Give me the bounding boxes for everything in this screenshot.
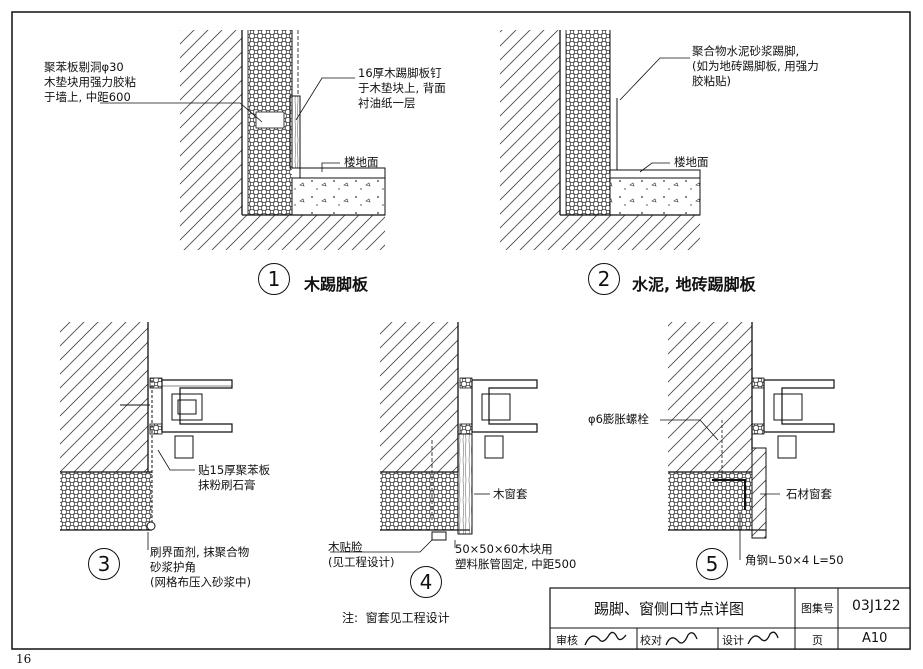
detail-1-caption: 木踢脚板 [304,275,369,294]
detail-4-drawing [330,322,538,553]
detail-1-label-anchor: 聚苯板剔洞φ30 木垫块用强力胶粘 于墙上, 中距600 [44,60,136,104]
design-label: 设计 [722,634,744,647]
check-label: 校对 [640,634,662,647]
detail-3-number: 3 [88,548,120,580]
title-block-frame [549,587,911,650]
detail-3-drawing [60,322,233,550]
detail-5-label-bolt: φ6膨胀螺栓 [588,412,649,426]
detail-1-number: 1 [258,263,290,295]
detail-1-drawing [100,30,386,250]
detail-4-label-trim: 木贴脸 (见工程设计) [328,540,395,569]
designer-signature [747,631,779,645]
detail-5-drawing [660,322,835,560]
atlas-number-label: 图集号 [801,602,834,615]
detail-5-number: 5 [696,548,728,580]
detail-5-label-angle: 角钢∟50×4 L=50 [745,553,844,567]
detail-5-label-stone: 石材窗套 [786,487,832,501]
detail-2-label-mortar: 聚合物水泥砂浆踢脚, (如为地砖踢脚板, 用强力 胶粘贴) [692,44,819,88]
detail-2-caption: 水泥, 地砖踢脚板 [632,275,756,294]
detail-1-label-baseboard: 16厚木踢脚板钉 于木垫块上, 背面 衬油纸一层 [358,66,446,110]
atlas-number: 03J122 [852,598,901,614]
detail-2-number: 2 [588,263,620,295]
detail-2-drawing [500,30,701,250]
sheet-page-number: 16 [16,652,32,666]
detail-2-label-floor: 楼地面 [674,155,709,169]
page-label: 页 [812,634,823,647]
detail-4-label-casing: 木窗套 [493,487,528,501]
sheet-border [11,11,911,650]
reviewer-signature [584,631,627,646]
detail-3-label-corner: 刷界面剂, 抹聚合物 砂浆护角 (网格布压入砂浆中) [150,545,251,589]
detail-4-number: 4 [410,566,442,598]
detail-1-label-floor: 楼地面 [344,155,379,169]
page-number-box: A10 [862,631,888,646]
checker-signature [665,632,698,646]
design-note: 注: 窗套见工程设计 [342,611,450,625]
detail-3-label-eps: 贴15厚聚苯板 抹粉刷石膏 [198,463,271,492]
detail-4-label-block: 50×50×60木块用 塑料胀管固定, 中距500 [455,542,577,571]
drawing-title: 踢脚、窗侧口节点详图 [594,600,745,618]
review-label: 审核 [556,634,578,647]
